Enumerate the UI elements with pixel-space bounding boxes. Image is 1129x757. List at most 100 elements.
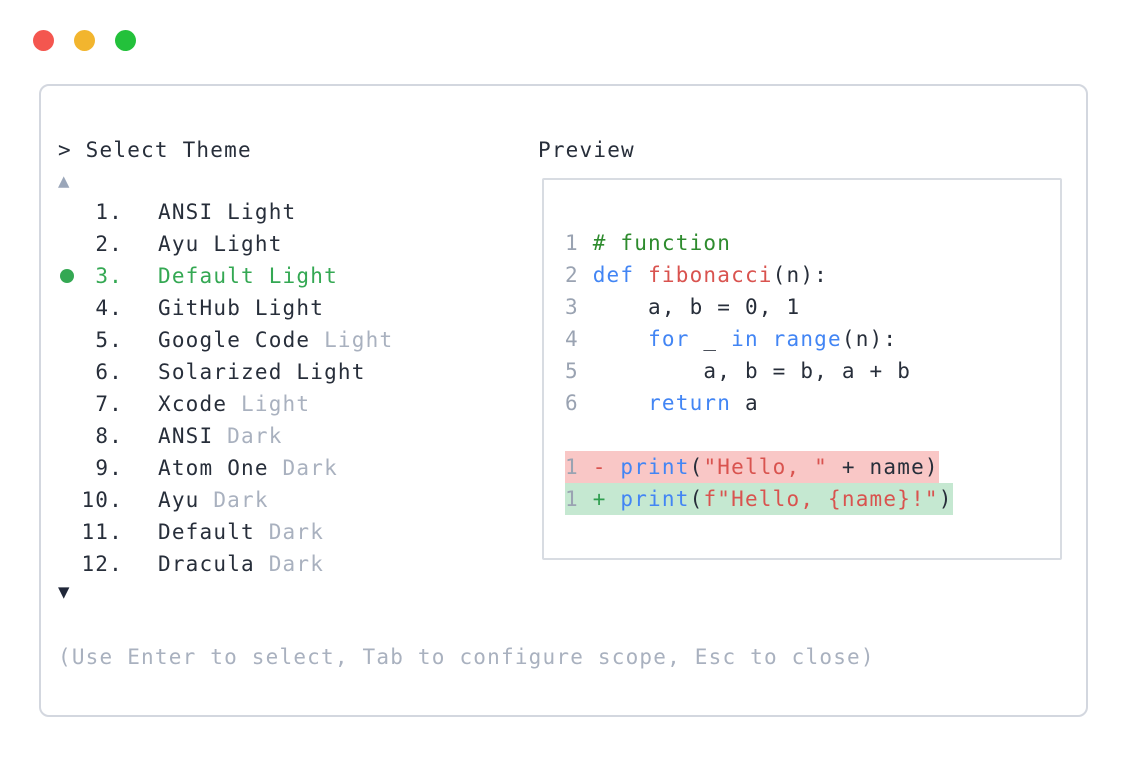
code-token-plain [759, 327, 773, 351]
selected-indicator [58, 269, 78, 283]
theme-variant: Light [241, 392, 311, 416]
code-token-plain: _ [689, 327, 732, 351]
theme-number: 4. [95, 296, 123, 320]
theme-variant: Dark [227, 424, 283, 448]
code-token-function: fibonacci [648, 263, 773, 287]
code-token-plain: + name) [828, 455, 939, 479]
code-token-plain: (n): [841, 327, 898, 351]
window-controls [33, 30, 136, 51]
theme-number: 6. [95, 360, 123, 384]
close-button[interactable] [33, 30, 54, 51]
code-token-keyword: return [648, 391, 732, 415]
theme-name: Google Code [158, 328, 311, 352]
help-text: (Use Enter to select, Tab to configure s… [58, 645, 875, 669]
diff-removed-line: 1 - print("Hello, " + name) [565, 451, 1060, 483]
theme-number: 2. [95, 232, 123, 256]
code-line-content: 5 a, b = b, a + b [565, 355, 911, 387]
scroll-down-icon[interactable]: ▼ [58, 581, 71, 603]
theme-variant: Dark [213, 488, 269, 512]
code-token-plain: ( [689, 455, 704, 479]
theme-name: Solarized [158, 360, 283, 384]
theme-number: 10. [81, 488, 123, 512]
code-token-removed-sign: - [592, 455, 607, 479]
code-token-plain [634, 263, 648, 287]
theme-number: 12. [81, 552, 123, 576]
code-token-added-sign: + [592, 487, 607, 511]
theme-variant: Dark [268, 520, 325, 544]
minimize-button[interactable] [74, 30, 95, 51]
line-number: 6 [565, 391, 579, 415]
code-token-string: f"Hello, {name}!" [703, 487, 939, 511]
theme-number: 5. [95, 328, 123, 352]
code-token-plain [607, 487, 621, 511]
theme-name: Atom One [158, 456, 269, 480]
theme-name: Xcode [158, 392, 228, 416]
theme-variant: Light [296, 360, 366, 384]
code-line: 3 a, b = 0, 1 [565, 291, 1060, 323]
code-line: 4 for _ in range(n): [565, 323, 1060, 355]
theme-item-github-light[interactable]: 4. GitHub Light [41, 292, 566, 324]
theme-number: 1. [95, 200, 123, 224]
code-token-plain [607, 455, 621, 479]
code-line-content: 1 - print("Hello, " + name) [565, 451, 939, 483]
code-line-content: 6 return a [565, 387, 759, 419]
theme-item-solarized-light[interactable]: 6. Solarized Light [41, 356, 566, 388]
theme-variant: Light [254, 296, 325, 320]
theme-variant: Dark [268, 552, 325, 576]
code-line-content: 2 def fibonacci(n): [565, 259, 828, 291]
picker-prompt: > Select Theme [58, 138, 252, 162]
theme-variant: Light [324, 328, 394, 352]
code-line-content: 3 a, b = 0, 1 [565, 291, 800, 323]
code-token-keyword: in [731, 327, 759, 351]
code-line [565, 419, 1060, 451]
theme-name: ANSI [158, 424, 214, 448]
theme-number: 8. [95, 424, 123, 448]
code-token-plain [593, 327, 648, 351]
zoom-button[interactable] [115, 30, 136, 51]
code-token-plain: a, b = 0, 1 [592, 295, 801, 319]
code-token-keyword: def [592, 263, 635, 287]
code-token-plain: a [731, 391, 759, 415]
theme-variant: Dark [282, 456, 338, 480]
code-token-keyword: print [620, 487, 690, 511]
line-number: 5 [565, 359, 579, 383]
theme-item-ansi-light[interactable]: 1. ANSI Light [41, 196, 566, 228]
line-number: 3 [565, 295, 579, 319]
theme-name: ANSI [158, 200, 214, 224]
code-token-plain: ) [938, 487, 953, 511]
code-token-plain: ( [689, 487, 704, 511]
theme-name: Ayu [158, 488, 200, 512]
theme-number: 9. [95, 456, 123, 480]
scroll-up-icon[interactable]: ▲ [58, 170, 71, 192]
code-line: 5 a, b = b, a + b [565, 355, 1060, 387]
line-number: 1 [565, 231, 579, 255]
code-token-comment: # function [592, 231, 732, 255]
theme-variant: Light [227, 200, 297, 224]
theme-variant: Light [213, 232, 283, 256]
theme-name: Default [158, 264, 255, 288]
line-number: 1 [565, 487, 579, 511]
theme-item-google-code-light[interactable]: 5. Google Code Light [41, 324, 566, 356]
code-line: 1 # function [565, 227, 1060, 259]
code-line: 2 def fibonacci(n): [565, 259, 1060, 291]
theme-name: GitHub [158, 296, 242, 320]
diff-added-line: 1 + print(f"Hello, {name}!") [565, 483, 1060, 515]
code-line-content: 1 + print(f"Hello, {name}!") [565, 483, 953, 515]
theme-item-ansi-dark[interactable]: 8. ANSI Dark [41, 420, 566, 452]
theme-item-atom-one-dark[interactable]: 9. Atom One Dark [41, 452, 566, 484]
code-token-keyword: range [772, 327, 842, 351]
code-token-string: "Hello, " [703, 455, 829, 479]
code-token-plain: a, b = b, a + b [592, 359, 912, 383]
theme-name: Default [158, 520, 255, 544]
theme-item-ayu-dark[interactable]: 10. Ayu Dark [41, 484, 566, 516]
